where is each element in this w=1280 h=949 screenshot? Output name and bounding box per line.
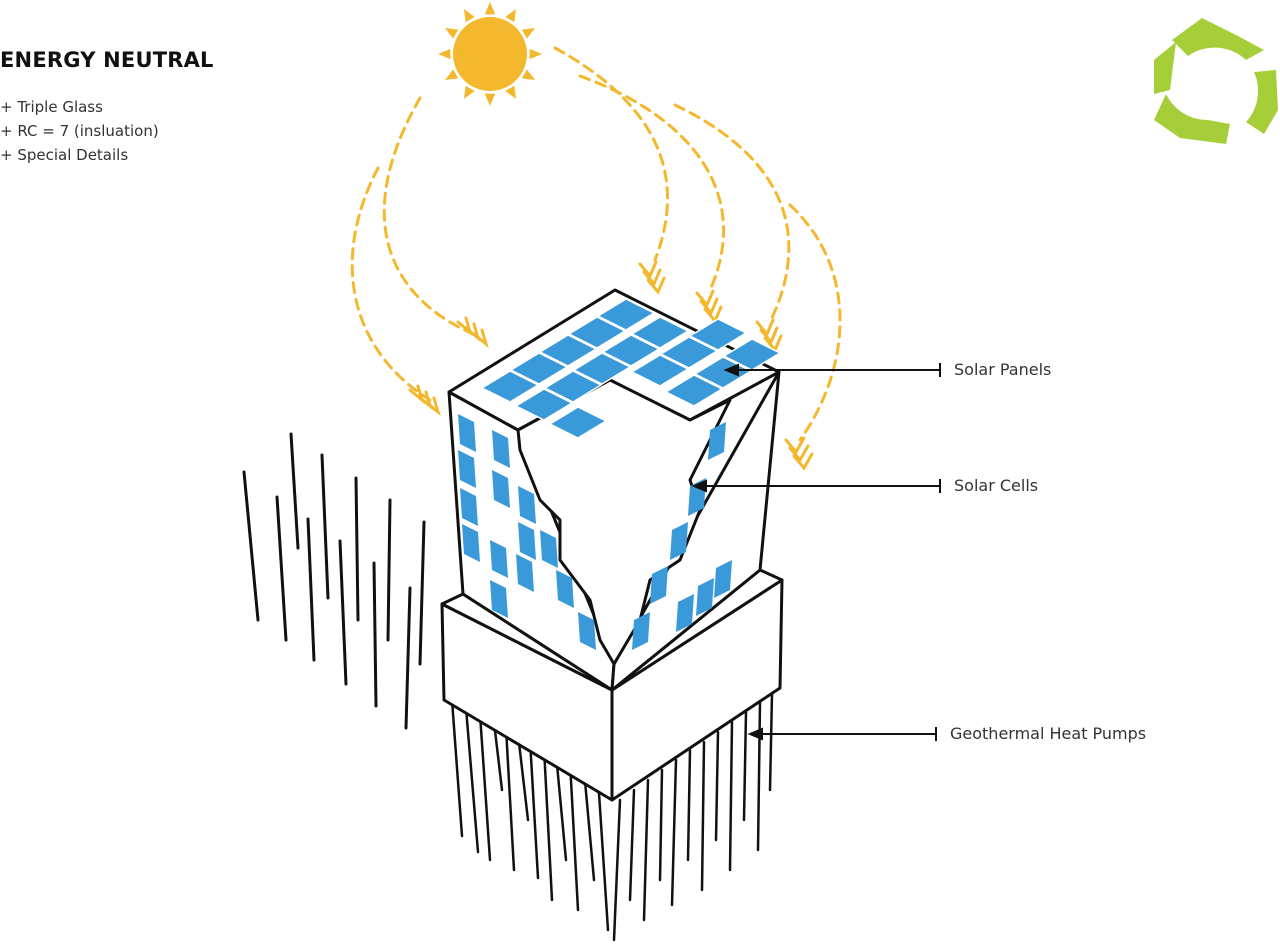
- callout-solar-panels: Solar Panels: [954, 360, 1052, 379]
- callout-leaders: [691, 363, 941, 741]
- callout-geothermal: Geothermal Heat Pumps: [950, 724, 1147, 743]
- solar-cells: [458, 414, 732, 650]
- callout-solar-cells: Solar Cells: [954, 476, 1039, 495]
- sun-ray-arcs: [350, 46, 842, 442]
- diagram-title: ENERGY NEUTRAL: [0, 48, 214, 72]
- feature-item: + Special Details: [0, 146, 129, 164]
- feature-item: + RC = 7 (insluation): [0, 122, 159, 140]
- geothermal-piles: [450, 692, 774, 942]
- feature-list: + Triple Glass + RC = 7 (insluation) + S…: [0, 95, 159, 167]
- feature-item: + Triple Glass: [0, 98, 103, 116]
- recycle-icon: [1154, 18, 1278, 144]
- ray-arrowheads: [408, 260, 814, 471]
- ground-lines: [242, 432, 426, 730]
- sun-icon: [438, 2, 542, 106]
